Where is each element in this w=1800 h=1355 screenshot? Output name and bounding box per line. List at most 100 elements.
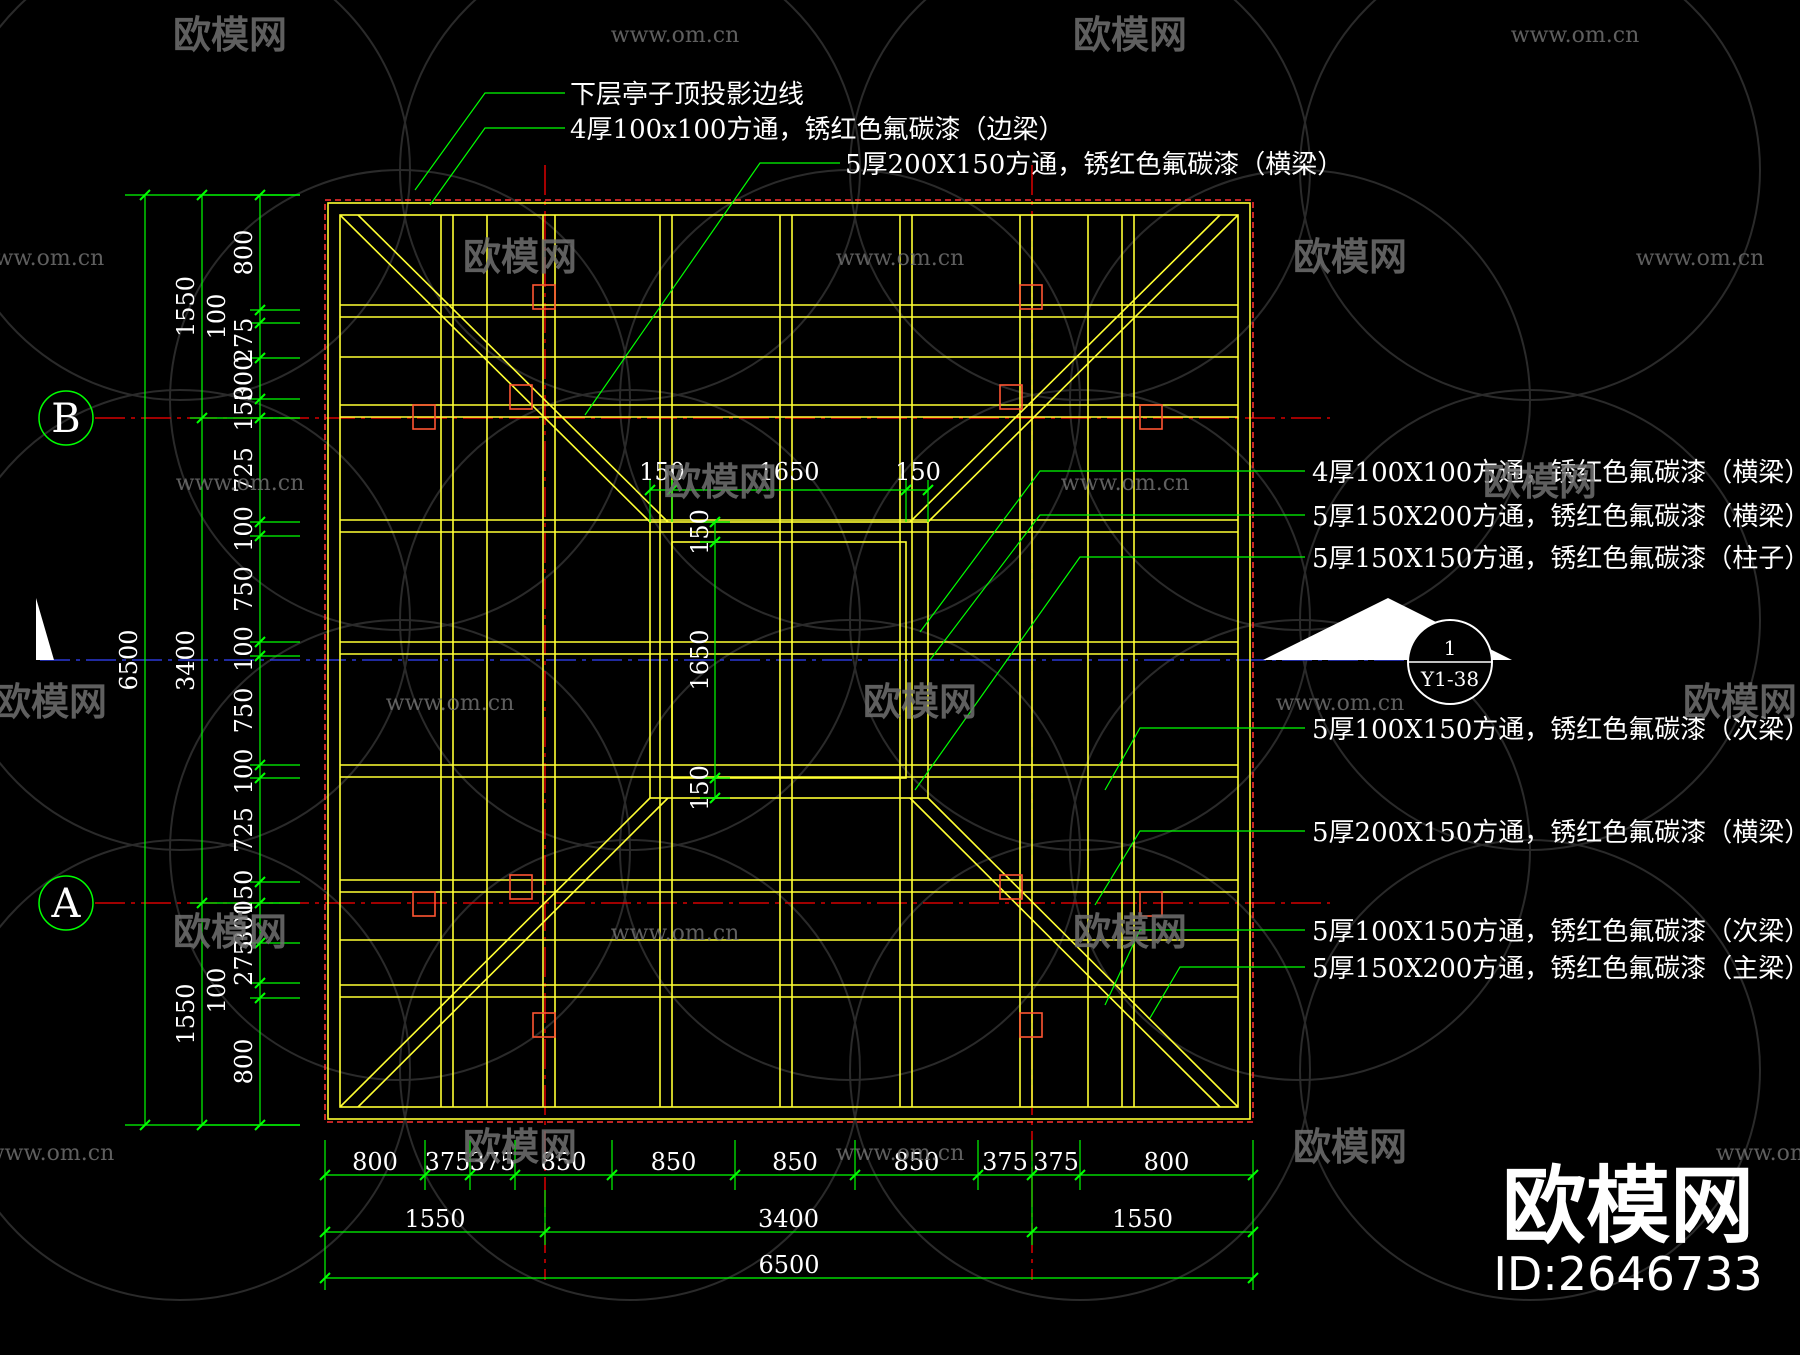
watermarks: 欧模网欧模网欧模网欧模网欧模网欧模网欧模网欧模网欧模网欧模网欧模网欧模网欧模网w… bbox=[0, 12, 1800, 1169]
leader-line bbox=[914, 556, 1305, 791]
leader-line bbox=[414, 92, 565, 191]
watermark-url: www.om.cn bbox=[386, 691, 514, 716]
bottom-dimension-text: 1550 bbox=[1112, 1205, 1173, 1233]
watermark-url: www.om.cn bbox=[611, 23, 739, 48]
diagonal-beam-line bbox=[339, 797, 651, 1108]
left-dimension-text: 275 bbox=[230, 940, 258, 986]
section-mark-sheet: Y1-38 bbox=[1420, 667, 1479, 691]
watermark-circle bbox=[619, 619, 1081, 1081]
watermark-url: www.om.cn bbox=[836, 1141, 964, 1166]
left-dimension-text: 275 bbox=[230, 318, 258, 364]
bottom-dimension-text: 6500 bbox=[758, 1251, 819, 1279]
leader-line bbox=[929, 514, 1305, 661]
watermark-brand: 欧模网 bbox=[663, 459, 777, 504]
section-mark-number: 1 bbox=[1444, 636, 1457, 660]
watermark-brand: 欧模网 bbox=[173, 12, 287, 57]
axis-bubble-a bbox=[38, 875, 94, 931]
watermark-circle bbox=[0, 839, 411, 1301]
watermark-url: www.om.cn bbox=[1511, 23, 1639, 48]
watermark-brand: 欧模网 bbox=[863, 679, 977, 724]
columns bbox=[412, 284, 1163, 1038]
bottom-dimension-text: 375 bbox=[470, 1148, 516, 1176]
left-dimension-text: 100 bbox=[230, 506, 258, 552]
watermark-url: www.om.cn bbox=[1276, 691, 1404, 716]
label-lower-roof-edge: 下层亭子顶投影边线 bbox=[570, 80, 804, 110]
left-dimension-text: 100 bbox=[230, 749, 258, 795]
label-right-1: 4厚100X100方通，锈红色氟碳漆（横梁） bbox=[1312, 458, 1800, 488]
dimension-lines bbox=[125, 189, 1259, 1290]
column-section bbox=[412, 404, 436, 430]
center-dimension-text: 150 bbox=[639, 458, 685, 486]
left-dimension-text: 3400 bbox=[172, 630, 200, 691]
bottom-dimension-text: 850 bbox=[894, 1148, 940, 1176]
watermark-circle bbox=[1069, 169, 1531, 631]
watermark-url: www.om.cn bbox=[1636, 246, 1764, 271]
diagonal-beam-line bbox=[339, 214, 651, 523]
watermark-circle bbox=[1069, 619, 1531, 1081]
edge-beam-inner bbox=[339, 214, 1239, 1108]
bottom-dimension-text: 375 bbox=[982, 1148, 1028, 1176]
diagonal-main-beams bbox=[339, 214, 1239, 1108]
watermark-url: www.om.cn bbox=[1061, 471, 1189, 496]
left-dimension-text: 100 bbox=[203, 968, 231, 1014]
diagonal-beam-line bbox=[927, 797, 1239, 1108]
watermark-brand: 欧模网 bbox=[463, 234, 577, 279]
column-section bbox=[999, 874, 1023, 900]
leader-line bbox=[919, 470, 1305, 633]
axis-bubble-b bbox=[38, 390, 94, 446]
leader-line bbox=[1104, 727, 1305, 791]
column-section bbox=[1019, 284, 1043, 310]
watermark-circle bbox=[169, 169, 631, 631]
watermark-url: www.om.cn bbox=[0, 246, 104, 271]
label-right-4: 5厚100X150方通，锈红色氟碳漆（次梁） bbox=[1312, 715, 1800, 745]
column-section bbox=[509, 384, 533, 410]
steel-frame bbox=[324, 199, 1254, 1123]
left-dimension-text: 725 bbox=[230, 447, 258, 493]
bottom-dimension-text: 850 bbox=[772, 1148, 818, 1176]
column-section bbox=[1139, 404, 1163, 430]
outer-edge-beam bbox=[324, 199, 1254, 1123]
watermark-brand: 欧模网 bbox=[463, 1124, 577, 1169]
leader-line bbox=[1149, 966, 1305, 1019]
label-cross-beam-top: 5厚200X150方通，锈红色氟碳漆（横梁） bbox=[845, 150, 1343, 180]
center-dimension-text: 150 bbox=[686, 509, 714, 555]
center-opening-inner bbox=[671, 541, 907, 779]
watermark-brand: 欧模网 bbox=[0, 679, 107, 724]
watermark-brand: 欧模网 bbox=[1073, 12, 1187, 57]
diagonal-beam-line bbox=[909, 214, 1221, 523]
left-dimension-text: 725 bbox=[230, 807, 258, 853]
watermark-url: www.om.cn bbox=[611, 921, 739, 946]
left-dimension-text: 6500 bbox=[115, 629, 143, 690]
axis-label-b: B bbox=[51, 396, 80, 442]
watermark-id: ID:2646733 bbox=[1493, 1247, 1762, 1301]
center-opening-outer bbox=[649, 521, 929, 799]
left-dimension-text: 100 bbox=[203, 294, 231, 340]
label-edge-beam: 4厚100x100方通，锈红色氟碳漆（边梁） bbox=[570, 115, 1064, 145]
watermark-url: www.om.cn bbox=[0, 1141, 114, 1166]
diagonal-beam-line bbox=[357, 797, 669, 1108]
left-dimension-text: 800 bbox=[230, 230, 258, 276]
watermark-circle bbox=[169, 619, 631, 1081]
column-section bbox=[1019, 1012, 1043, 1038]
diagonal-beam-line bbox=[357, 214, 669, 523]
left-dimension-text: 150 bbox=[230, 870, 258, 916]
left-dimension-text: 800 bbox=[230, 1039, 258, 1085]
left-dimension-text: 100 bbox=[230, 626, 258, 672]
bottom-dimension-text: 850 bbox=[651, 1148, 697, 1176]
bottom-dimension-text: 800 bbox=[352, 1148, 398, 1176]
bottom-dimension-text: 3400 bbox=[758, 1205, 819, 1233]
watermark-brand: 欧模网 bbox=[1293, 234, 1407, 279]
left-dimension-text: 750 bbox=[230, 688, 258, 734]
label-right-7: 5厚150X200方通，锈红色氟碳漆（主梁） bbox=[1312, 954, 1800, 984]
watermark-circles bbox=[0, 0, 1761, 1301]
column-section bbox=[412, 891, 436, 917]
edge-beam-outer bbox=[327, 202, 1251, 1120]
watermark-brand-large: 欧模网 bbox=[1502, 1157, 1754, 1255]
watermark-brand: 欧模网 bbox=[1483, 459, 1597, 504]
bottom-dimension-text: 375 bbox=[425, 1148, 471, 1176]
column-section bbox=[1139, 891, 1163, 917]
watermark-brand: 欧模网 bbox=[1683, 679, 1797, 724]
